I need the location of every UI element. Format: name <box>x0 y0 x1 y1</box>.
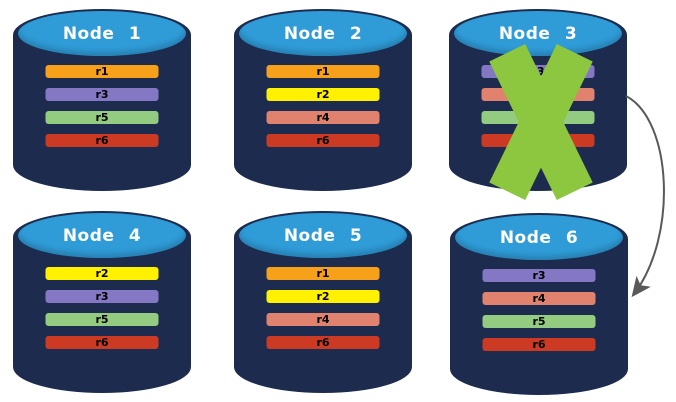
node-title: Node 1 <box>62 23 142 44</box>
replica-row: r2 <box>266 290 380 303</box>
cylinder-top: Node 6 <box>455 215 623 260</box>
cylinder-top: Node 5 <box>239 213 407 258</box>
replica-row: r1 <box>266 65 380 78</box>
replica-row: r6 <box>266 134 380 147</box>
replica-row: r5 <box>45 111 159 124</box>
node-4: Node 4 r2 r3 r5 r6 <box>13 211 191 393</box>
replica-row: r4 <box>266 111 380 124</box>
node-1: Node 1 r1 r3 r5 r6 <box>13 9 191 191</box>
replica-row: r6 <box>266 336 380 349</box>
node-2: Node 2 r1 r2 r4 r6 <box>234 9 412 191</box>
replica-row: r4 <box>266 313 380 326</box>
failure-x-icon <box>489 44 593 200</box>
replica-row: r3 <box>45 88 159 101</box>
node-title: Node 4 <box>62 225 142 246</box>
node-3-failed: Node 3 r3 r4 r5 r6 <box>449 9 627 200</box>
node-6: Node 6 r3 r4 r5 r6 <box>450 213 628 395</box>
cylinder-top: Node 3 <box>454 11 622 56</box>
replica-row: r3 <box>482 269 596 282</box>
failover-arrow-path <box>625 95 665 298</box>
replica-list: r1 r3 r5 r6 <box>45 65 159 147</box>
replica-row: r6 <box>482 338 596 351</box>
replica-row: r1 <box>266 267 380 280</box>
node-title: Node 6 <box>499 227 579 248</box>
replica-row: r4 <box>482 292 596 305</box>
replica-row: r1 <box>45 65 159 78</box>
replica-row: r3 <box>45 290 159 303</box>
replica-row: r6 <box>45 336 159 349</box>
replica-row: r2 <box>45 267 159 280</box>
replica-row: r2 <box>266 88 380 101</box>
replica-list: r1 r2 r4 r6 <box>266 267 380 349</box>
node-title: Node 2 <box>283 23 363 44</box>
cylinder-top: Node 1 <box>18 11 186 56</box>
replica-row: r5 <box>482 315 596 328</box>
replica-list: r2 r3 r5 r6 <box>45 267 159 349</box>
replica-list: r3 r4 r5 r6 <box>482 269 596 351</box>
replica-row: r6 <box>45 134 159 147</box>
node-title: Node 3 <box>498 23 578 44</box>
cylinder-top: Node 2 <box>239 11 407 56</box>
replica-row: r5 <box>45 313 159 326</box>
node-title: Node 5 <box>283 225 363 246</box>
cylinder-top: Node 4 <box>18 213 186 258</box>
replica-list: r1 r2 r4 r6 <box>266 65 380 147</box>
node-5: Node 5 r1 r2 r4 r6 <box>234 211 412 393</box>
